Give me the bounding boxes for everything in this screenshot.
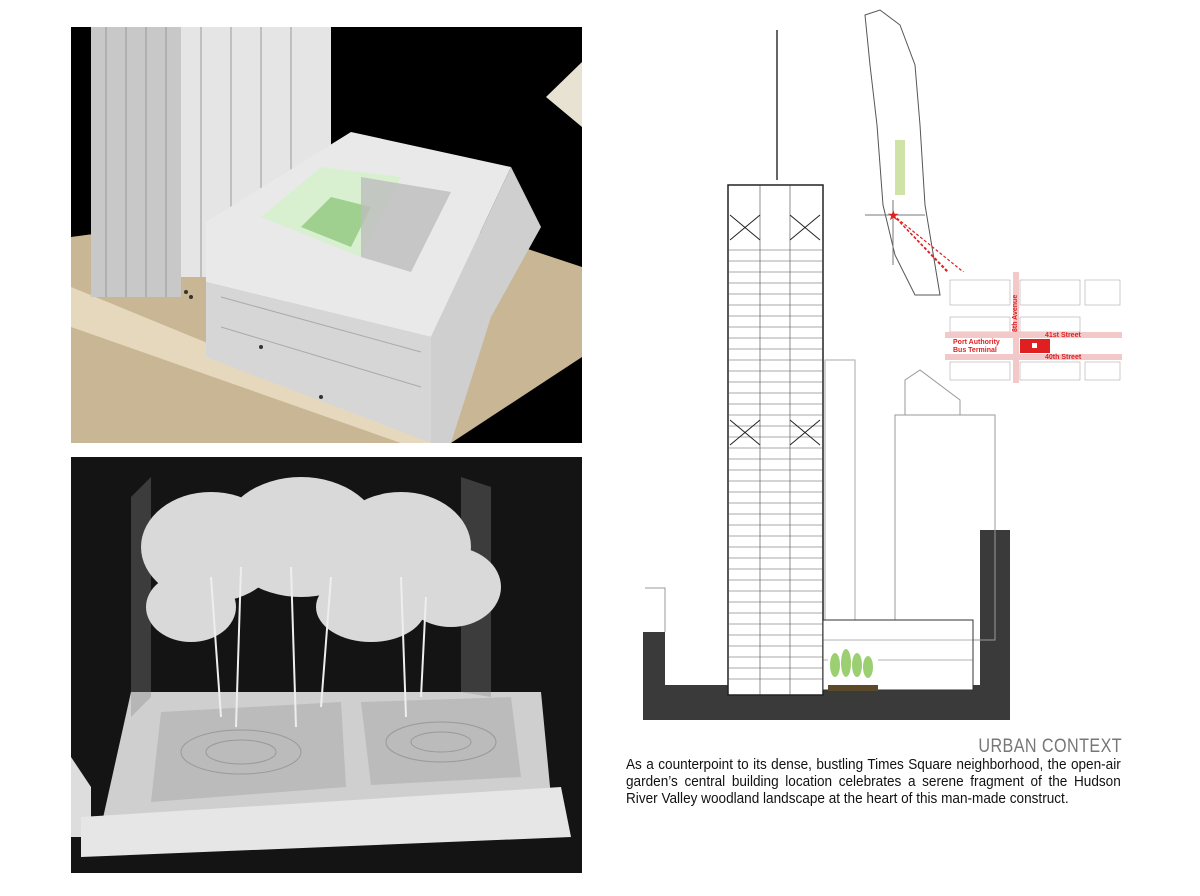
- location-map: ★ 41st Street 40th Street Port Authority…: [855, 5, 1125, 390]
- garden-model-photo: [71, 457, 582, 873]
- section-heading: URBAN CONTEXT: [978, 736, 1122, 757]
- building-model-photo: [71, 27, 582, 443]
- map-label-8th-avenue: 8th Avenue: [1012, 295, 1019, 332]
- central-park: [895, 140, 905, 195]
- building-section-drawing: [620, 20, 1020, 725]
- map-label-terminal-2: Bus Terminal: [953, 347, 997, 354]
- map-label-40th: 40th Street: [1045, 354, 1082, 361]
- section-caption: As a counterpoint to its dense, bustling…: [626, 757, 1121, 807]
- map-label-41st: 41st Street: [1045, 332, 1081, 339]
- location-star-icon: ★: [887, 207, 900, 223]
- map-label-terminal-1: Port Authority: [953, 339, 1000, 346]
